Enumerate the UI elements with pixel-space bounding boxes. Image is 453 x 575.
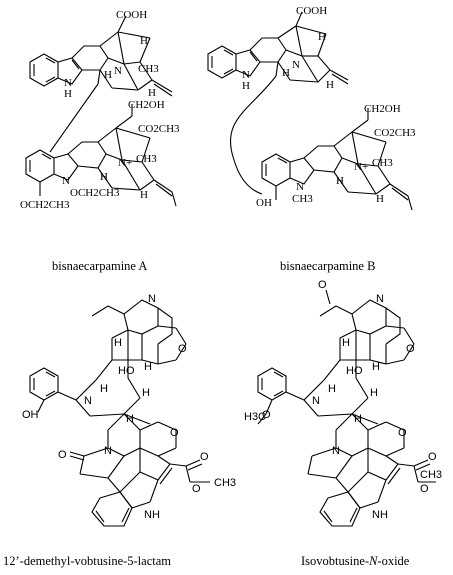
atom-label: H — [326, 79, 334, 91]
atom-label: O — [398, 427, 407, 439]
atom-label: N — [296, 181, 304, 193]
atom-label: CH2OH — [364, 103, 401, 115]
atom-label: CH3 — [292, 193, 313, 205]
structure-bisnaecarpamine-a: COOH H CH3 N N H H H CH2OH CO2CH3 CH3 N+… — [20, 9, 180, 211]
caption-vobtusine-lactam: 12’-demethyl-vobtusine-5-lactam — [3, 554, 171, 568]
atom-label: CH3 — [136, 153, 157, 165]
atom-label: N — [376, 293, 384, 305]
atom-label: OCH2CH3 — [20, 199, 70, 211]
atom-label: COOH — [296, 5, 327, 17]
atom-label: O — [318, 279, 327, 291]
atom-label: NH — [144, 509, 160, 521]
atom-label: H — [336, 175, 344, 187]
atom-label: H — [370, 387, 378, 399]
atom-label: N+ — [354, 161, 368, 173]
atom-label: H — [144, 361, 152, 373]
atom-label: CH3 — [372, 157, 393, 169]
atom-label: N — [242, 69, 250, 81]
atom-label: H — [318, 31, 326, 43]
atom-label: H — [242, 80, 250, 92]
atom-label: O — [428, 451, 437, 463]
atom-label: N — [332, 445, 340, 457]
atom-label: N — [84, 395, 92, 407]
atom-label: NH — [372, 509, 388, 521]
atom-label: CH3 — [138, 63, 159, 75]
n-oxide-arrow — [325, 289, 331, 305]
atom-label: H — [114, 337, 122, 349]
atom-label: N — [64, 77, 72, 89]
structure-bisnaecarpamine-b: COOH H N N H H H CH2OH CO2CH3 CH3 N+ N C… — [207, 5, 416, 211]
atom-label: H — [328, 383, 336, 395]
upper-indole-unit-b — [207, 11, 349, 85]
atom-label: CH3 — [214, 477, 236, 489]
atom-label: H — [100, 171, 108, 183]
caption-part: Isovobtusine- — [301, 554, 370, 568]
atom-label: O — [58, 449, 67, 461]
atom-label: O — [420, 483, 429, 495]
atom-label: N — [292, 59, 300, 71]
atom-label: N — [148, 293, 156, 305]
atom-label: H — [126, 413, 134, 425]
atom-label: OCH2CH3 — [70, 187, 120, 199]
atom-label: O — [406, 343, 415, 355]
atom-label: O — [192, 483, 201, 495]
atom-label: H — [354, 413, 362, 425]
atom-label: N — [312, 395, 320, 407]
atom-label: O — [170, 427, 179, 439]
atom-label: N — [104, 445, 112, 457]
lower-indole-unit-a — [25, 104, 177, 207]
atom-label: CO2CH3 — [374, 127, 416, 139]
atom-label: N — [114, 65, 122, 77]
atom-label: HO — [118, 365, 135, 377]
caption-part-italic: N — [369, 554, 378, 568]
upper-indole-unit-a — [29, 15, 173, 97]
atom-label: N+ — [118, 157, 132, 169]
linker-bond-b — [229, 75, 277, 195]
caption-bisnaecarpamine-b: bisnaecarpamine B — [280, 259, 376, 273]
atom-label: H — [148, 87, 156, 99]
atom-label: H — [142, 387, 150, 399]
atom-label: CH3 — [420, 469, 442, 481]
atom-label: N — [62, 175, 70, 187]
structure-isovobtusine-n-oxide: O N O H HO H H H N H3C O H O N O O CH3 N… — [244, 279, 442, 527]
caption-part: -oxide — [377, 554, 410, 568]
atom-label: H — [140, 189, 148, 201]
atom-label: O — [178, 343, 187, 355]
atom-label: H3C — [244, 411, 266, 423]
atom-label: OH — [256, 197, 272, 209]
atom-label: H — [104, 69, 112, 81]
atom-label: CO2CH3 — [138, 123, 180, 135]
atom-label: CH2OH — [128, 99, 165, 111]
atom-label: H — [64, 88, 72, 100]
caption-isovobtusine-n-oxide: Isovobtusine-N-oxide — [301, 554, 409, 569]
linker-bond-a — [49, 83, 99, 153]
atom-label: H — [100, 383, 108, 395]
atom-label: H — [342, 337, 350, 349]
atom-label: OH — [22, 409, 39, 421]
atom-label: H — [140, 35, 148, 47]
lower-indole-unit-b — [261, 108, 413, 211]
caption-bisnaecarpamine-a: bisnaecarpamine A — [52, 259, 148, 273]
atom-label: HO — [346, 365, 363, 377]
atom-label: H — [282, 67, 290, 79]
atom-label: O — [262, 409, 271, 421]
structure-vobtusine-lactam: N O H HO H H H N OH H O N O O O CH3 NH — [22, 293, 236, 527]
atom-label: H — [376, 193, 384, 205]
atom-label: H — [372, 361, 380, 373]
atom-label: O — [200, 451, 209, 463]
atom-label: COOH — [116, 9, 147, 21]
